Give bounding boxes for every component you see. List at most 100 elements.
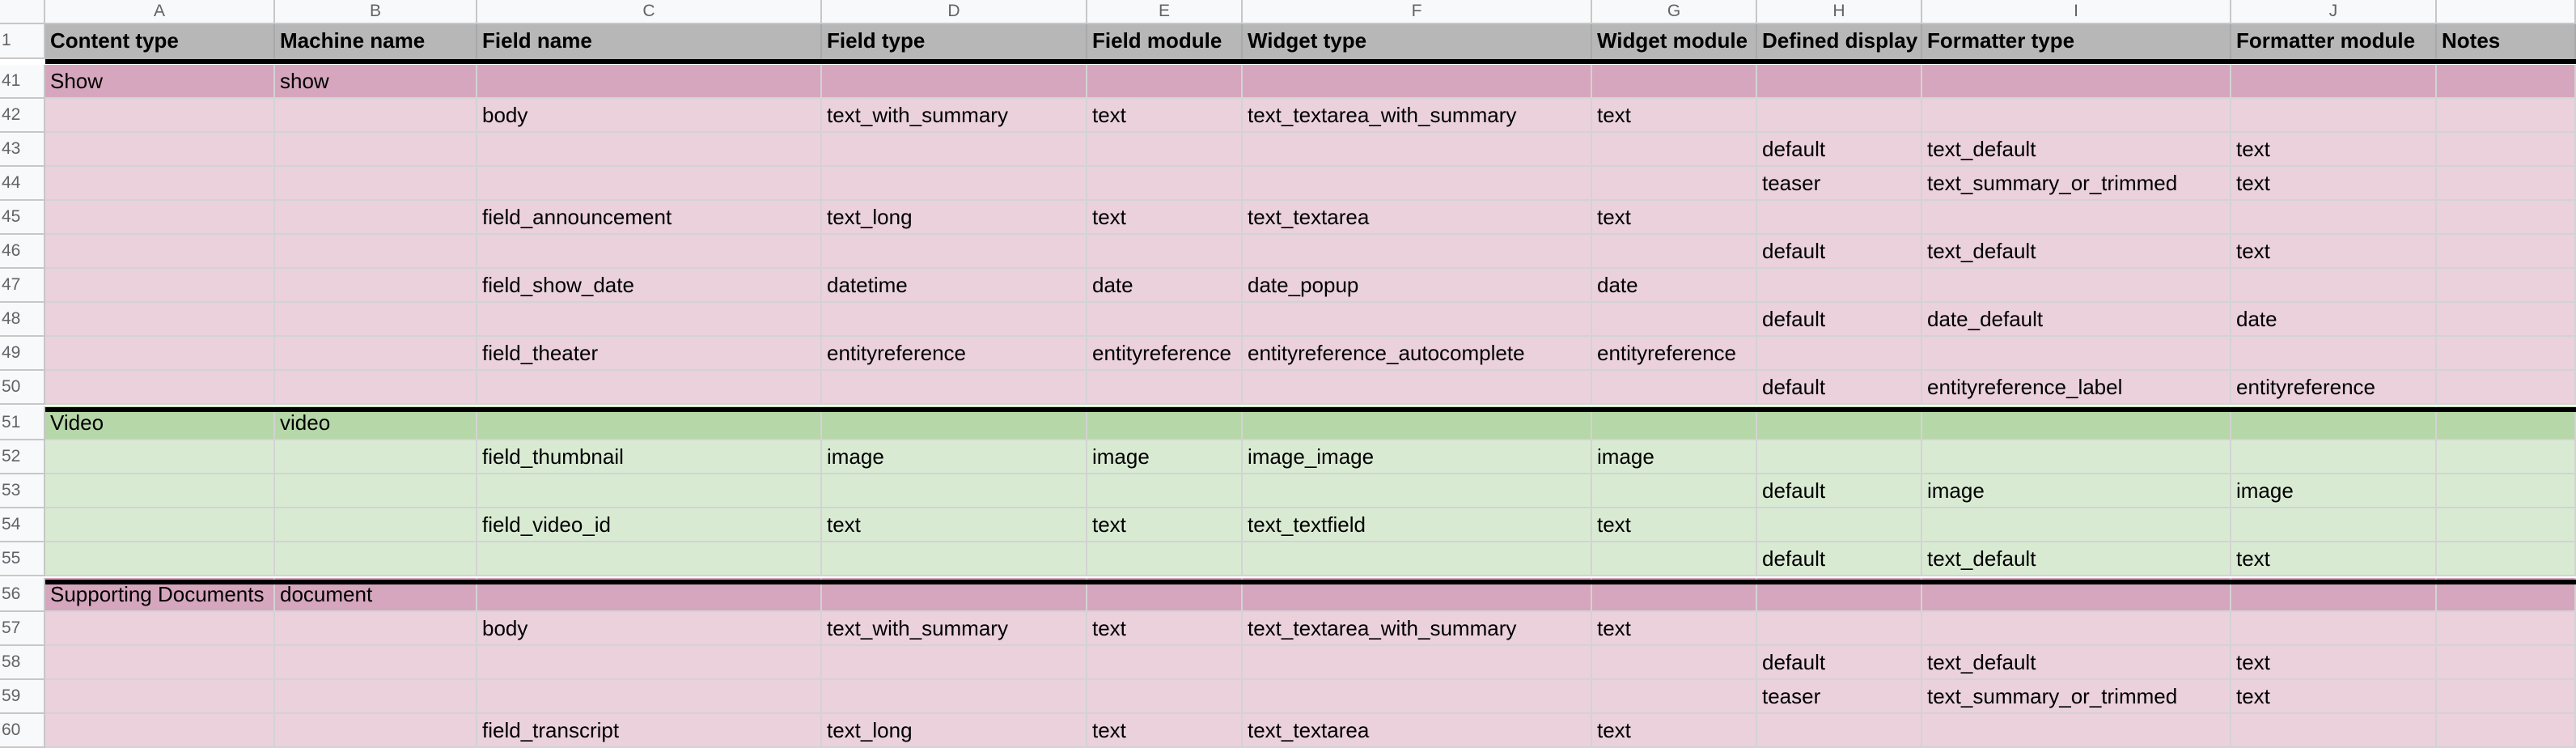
table-cell[interactable] [45,612,275,646]
table-cell[interactable]: text [2231,235,2437,269]
table-cell[interactable] [1087,680,1243,714]
table-cell[interactable] [1922,612,2231,646]
table-cell[interactable] [275,99,477,133]
table-cell[interactable] [1757,99,1922,133]
table-cell[interactable]: image [822,440,1087,474]
table-cell[interactable]: Video [45,406,275,440]
table-cell[interactable]: image_image [1243,440,1592,474]
table-cell[interactable] [2437,714,2576,748]
table-cell[interactable]: text_default [1922,542,2231,576]
table-cell[interactable]: text_summary_or_trimmed [1922,680,2231,714]
table-cell[interactable]: text [1592,612,1757,646]
table-cell[interactable] [2231,714,2437,748]
table-cell[interactable] [1243,235,1592,269]
table-cell[interactable]: date_default [1922,303,2231,337]
table-cell[interactable] [1087,303,1243,337]
table-cell[interactable] [2231,65,2437,99]
table-cell[interactable] [477,167,822,201]
table-cell[interactable] [45,133,275,167]
table-cell[interactable]: image [1087,440,1243,474]
table-cell[interactable]: body [477,612,822,646]
table-cell[interactable] [822,646,1087,680]
header-cell[interactable]: Notes [2437,24,2576,59]
table-cell[interactable] [1087,133,1243,167]
table-cell[interactable]: text [2231,167,2437,201]
table-cell[interactable]: date_popup [1243,269,1592,303]
table-cell[interactable] [2437,646,2576,680]
table-cell[interactable]: field_theater [477,337,822,371]
table-cell[interactable] [45,371,275,405]
table-cell[interactable]: text_long [822,201,1087,235]
row-number[interactable]: 43 [0,133,45,167]
table-cell[interactable] [477,406,822,440]
table-cell[interactable] [477,303,822,337]
header-cell[interactable]: Content type [45,24,275,59]
table-cell[interactable] [1243,371,1592,405]
column-header[interactable]: D [822,0,1087,24]
header-cell[interactable]: Field type [822,24,1087,59]
header-cell[interactable]: Formatter module [2231,24,2437,59]
table-cell[interactable]: field_thumbnail [477,440,822,474]
table-cell[interactable] [1922,714,2231,748]
header-cell[interactable]: Widget type [1243,24,1592,59]
header-cell[interactable]: Field name [477,24,822,59]
table-cell[interactable] [477,65,822,99]
table-cell[interactable] [1087,646,1243,680]
row-number[interactable]: 55 [0,542,45,576]
table-cell[interactable] [2437,303,2576,337]
table-cell[interactable]: entityreference [822,337,1087,371]
table-cell[interactable] [1243,303,1592,337]
table-cell[interactable] [1087,167,1243,201]
table-cell[interactable] [1243,680,1592,714]
table-cell[interactable] [275,201,477,235]
table-cell[interactable]: text_summary_or_trimmed [1922,167,2231,201]
table-cell[interactable]: text_with_summary [822,99,1087,133]
column-header[interactable]: F [1243,0,1592,24]
table-cell[interactable]: text_with_summary [822,612,1087,646]
table-cell[interactable] [1243,167,1592,201]
table-cell[interactable] [1592,406,1757,440]
select-all-corner[interactable] [0,0,45,24]
table-cell[interactable] [45,99,275,133]
table-cell[interactable] [1592,235,1757,269]
table-cell[interactable]: text [1592,714,1757,748]
table-cell[interactable]: entityreference [1087,337,1243,371]
table-cell[interactable]: text [2231,680,2437,714]
table-cell[interactable]: date [2231,303,2437,337]
table-cell[interactable] [275,167,477,201]
table-cell[interactable] [1922,99,2231,133]
table-cell[interactable] [1592,542,1757,576]
table-cell[interactable] [1087,371,1243,405]
table-cell[interactable] [1922,337,2231,371]
table-cell[interactable]: default [1757,542,1922,576]
table-cell[interactable]: text [1592,99,1757,133]
table-cell[interactable] [822,303,1087,337]
row-number[interactable]: 46 [0,235,45,269]
table-cell[interactable] [477,680,822,714]
column-header[interactable]: H [1757,0,1922,24]
table-cell[interactable]: field_transcript [477,714,822,748]
table-cell[interactable] [45,680,275,714]
row-number[interactable]: 58 [0,646,45,680]
table-cell[interactable] [1922,65,2231,99]
table-cell[interactable]: text [2231,133,2437,167]
table-cell[interactable] [45,167,275,201]
table-cell[interactable] [45,646,275,680]
table-cell[interactable] [2437,542,2576,576]
header-cell[interactable]: Formatter type [1922,24,2231,59]
table-cell[interactable] [275,508,477,542]
table-cell[interactable]: entityreference_autocomplete [1243,337,1592,371]
table-cell[interactable]: text [2231,542,2437,576]
table-cell[interactable] [1087,474,1243,508]
table-cell[interactable] [1757,714,1922,748]
table-cell[interactable] [1922,508,2231,542]
table-cell[interactable] [477,133,822,167]
table-cell[interactable] [477,474,822,508]
table-cell[interactable] [1243,542,1592,576]
table-cell[interactable] [1757,612,1922,646]
table-cell[interactable] [1922,406,2231,440]
row-number[interactable]: 44 [0,167,45,201]
row-number[interactable]: 60 [0,714,45,748]
row-number[interactable]: 54 [0,508,45,542]
table-cell[interactable] [1592,680,1757,714]
